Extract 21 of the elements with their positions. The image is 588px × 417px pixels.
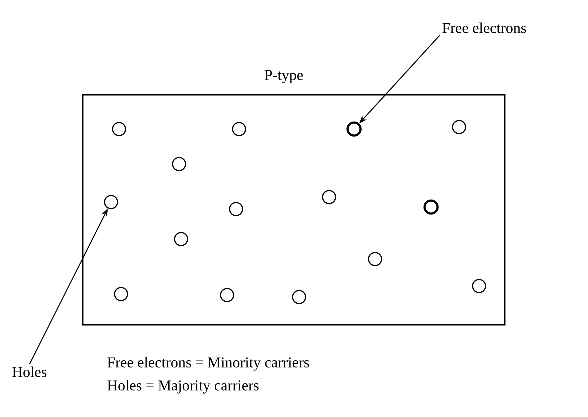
carrier-circle	[424, 200, 439, 215]
note-text: Holes = Majority carriers	[108, 380, 259, 394]
carrier-circle	[368, 252, 382, 266]
carrier-circle	[174, 232, 188, 246]
carrier-circle	[114, 287, 128, 302]
carrier-circle	[232, 122, 246, 136]
carrier-circle	[229, 202, 244, 216]
carrier-circle	[452, 120, 466, 134]
semiconductor-box: P-type	[82, 70, 506, 326]
carrier-circle	[104, 195, 118, 210]
callout-text: Free electrons	[442, 22, 526, 34]
callout-text: Holes	[12, 366, 47, 378]
note-text: Free electrons = Minority carriers	[108, 357, 310, 371]
carrier-circle	[172, 157, 186, 172]
carrier-circle	[220, 288, 234, 302]
carrier-circle	[322, 190, 336, 204]
carrier-circle	[472, 279, 486, 294]
carrier-circle	[346, 122, 362, 137]
node-label: P-type	[264, 70, 304, 84]
carrier-circle	[292, 290, 306, 304]
carrier-circle	[112, 122, 126, 136]
